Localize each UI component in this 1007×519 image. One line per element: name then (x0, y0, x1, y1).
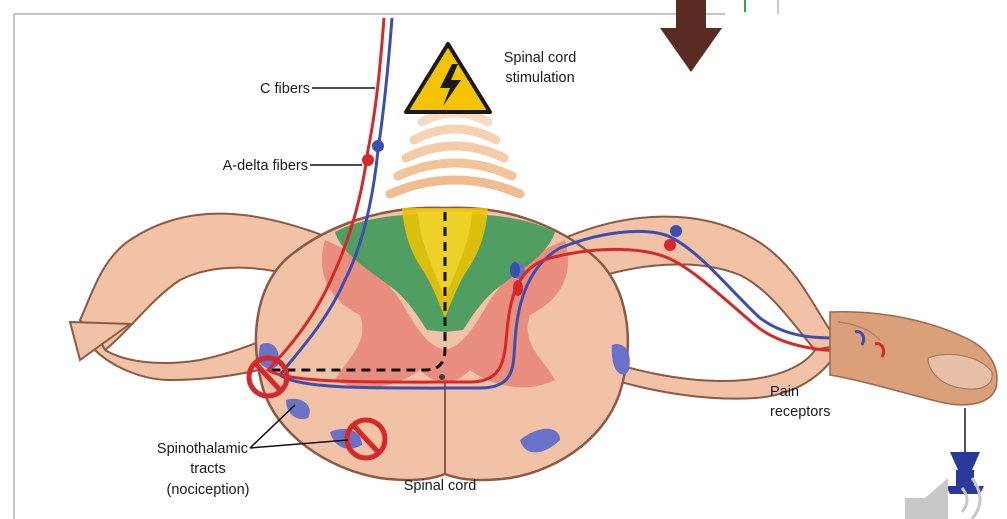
spinothalamic-label-line3: (nociception) (166, 482, 249, 498)
spinothalamic-label-line1: Spinothalamic (157, 441, 248, 457)
spinothalamic-label-line2: tracts (190, 461, 225, 477)
c-fibers-label: C fibers (260, 81, 310, 97)
pain-receptors-label-line1: Pain (770, 384, 799, 400)
stimulation-label-line2: stimulation (505, 70, 574, 86)
central-canal (439, 374, 445, 380)
pain-receptors-label-line2: receptors (770, 404, 830, 420)
stimulation-label-line1: Spinal cord (504, 50, 577, 66)
a-delta-fibers-label: A-delta fibers (223, 158, 308, 174)
spinal-cord-label: Spinal cord (404, 478, 477, 494)
